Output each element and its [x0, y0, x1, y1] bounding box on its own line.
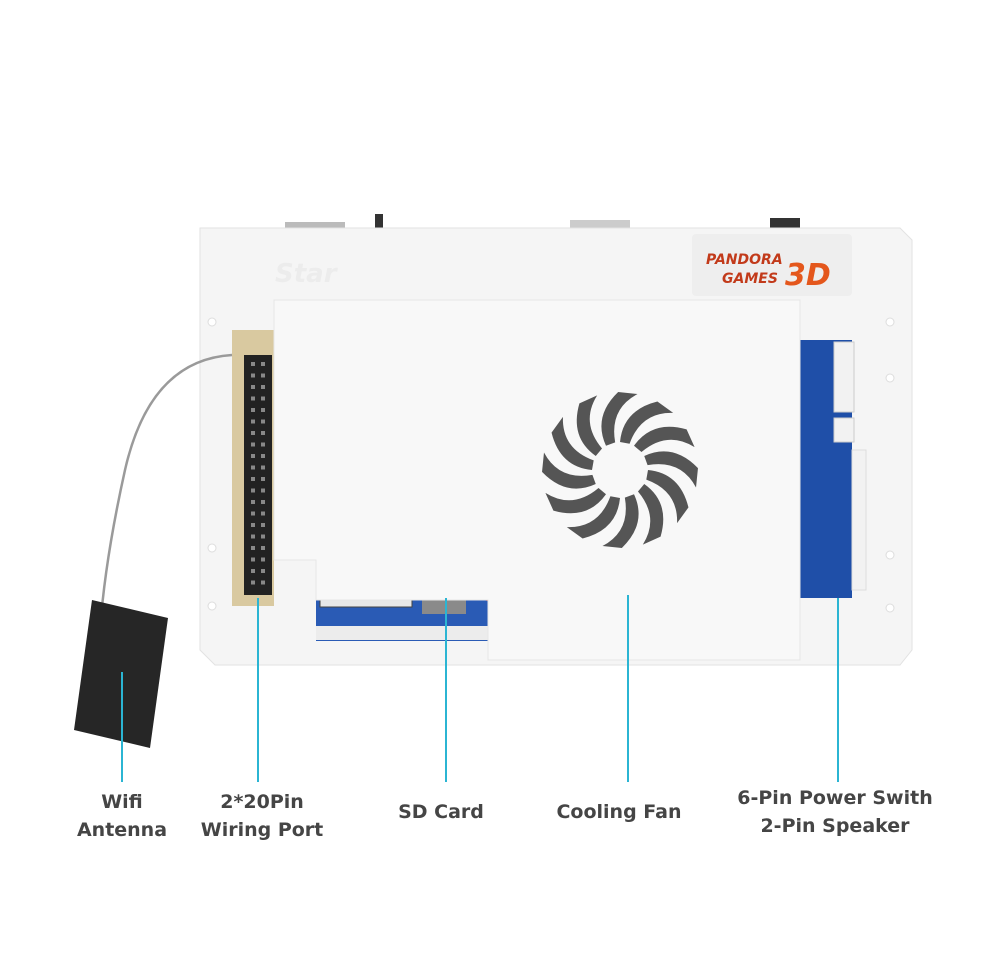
- fan-vent-slot: [602, 494, 639, 548]
- pin: [251, 488, 255, 493]
- label-cooling-fan: Cooling Fan: [556, 798, 681, 826]
- pandora-games-logo: PANDORA GAMES 3D: [692, 234, 852, 296]
- pin: [261, 373, 265, 378]
- pin: [251, 569, 255, 573]
- wiring-port-2x20: [244, 355, 272, 595]
- label-line: 2-Pin Speaker: [760, 815, 910, 837]
- cover-panel: [273, 299, 801, 661]
- pin: [251, 546, 255, 550]
- pin: [251, 477, 255, 481]
- fan-vent-slot: [644, 451, 698, 488]
- fan-vent-slot: [576, 395, 603, 456]
- label-wiring-port: 2*20Pin Wiring Port: [201, 788, 324, 844]
- pin: [251, 511, 255, 516]
- label-line: SD Card: [398, 801, 484, 823]
- pin: [261, 534, 265, 539]
- label-line: Wiring Port: [200, 819, 324, 841]
- svg-text:PANDORA: PANDORA: [706, 252, 783, 268]
- top-port: [770, 218, 800, 228]
- pin: [251, 580, 255, 585]
- svg-text:3D: 3D: [785, 258, 831, 293]
- pin: [261, 385, 265, 389]
- label-line: Wifi: [101, 791, 143, 813]
- label-line: 6-Pin Power Swith: [737, 787, 933, 809]
- fan-vent-slot: [620, 401, 674, 444]
- pin: [261, 580, 265, 585]
- pcb-cover-edge: [316, 626, 488, 640]
- pin: [261, 557, 265, 562]
- top-port: [285, 222, 345, 230]
- pin: [261, 488, 265, 493]
- pin: [261, 546, 265, 550]
- fan-vent-slot: [634, 426, 695, 453]
- mount-holes: [207, 317, 895, 613]
- power-switch-connector: [833, 341, 855, 413]
- pin: [251, 362, 255, 366]
- pin: [251, 442, 255, 447]
- fan-vent-slot: [566, 496, 620, 539]
- pin: [251, 523, 255, 527]
- pin: [251, 408, 255, 412]
- fan-vent-slot: [551, 416, 594, 470]
- side-connector: [851, 449, 867, 591]
- pin: [261, 419, 265, 424]
- pin: [251, 385, 255, 389]
- fan-vent-slot: [646, 470, 689, 524]
- pin: [251, 454, 255, 458]
- wiring-port-pins: [251, 362, 265, 585]
- pin: [251, 396, 255, 401]
- label-sd-card: SD Card: [398, 798, 484, 826]
- fan-vent-slot: [637, 484, 664, 545]
- pin: [261, 523, 265, 527]
- cooling-fan-vent: [542, 392, 698, 548]
- top-port: [570, 220, 630, 230]
- pin: [261, 569, 265, 573]
- fan-vent-slot: [542, 452, 596, 489]
- pin: [261, 477, 265, 481]
- pin: [251, 465, 255, 470]
- pin: [261, 500, 265, 504]
- fan-vent-slot: [601, 392, 638, 446]
- pin: [261, 442, 265, 447]
- label-line: Cooling Fan: [556, 801, 682, 823]
- label-power-speaker: 6-Pin Power Swith 2-Pin Speaker: [737, 784, 932, 840]
- pin: [251, 534, 255, 539]
- top-switch: [375, 214, 383, 230]
- pin: [251, 431, 255, 435]
- label-line: 2*20Pin: [220, 791, 304, 813]
- pin: [261, 465, 265, 470]
- pin: [261, 362, 265, 366]
- label-wifi-antenna: Wifi Antenna: [77, 788, 167, 844]
- pin: [261, 431, 265, 435]
- pin: [261, 396, 265, 401]
- fan-vent-slot: [545, 487, 606, 514]
- pin: [261, 454, 265, 458]
- pin: [261, 408, 265, 412]
- callout-lines: [121, 595, 839, 782]
- pin: [251, 500, 255, 504]
- label-line: Antenna: [76, 819, 168, 841]
- pin: [261, 511, 265, 516]
- antenna-cable: [98, 353, 233, 631]
- case-embossing: Star: [275, 259, 339, 289]
- pin: [251, 557, 255, 562]
- speaker-connector: [833, 417, 855, 443]
- pin: [251, 373, 255, 378]
- pin: [251, 419, 255, 424]
- svg-text:GAMES: GAMES: [722, 271, 778, 287]
